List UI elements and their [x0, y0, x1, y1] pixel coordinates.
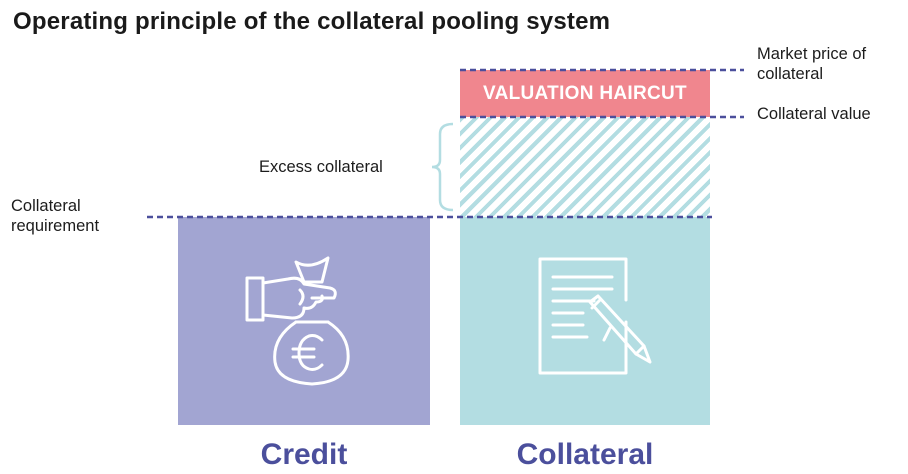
document-pen-icon — [538, 257, 652, 375]
excess-collateral-hatched-area — [460, 117, 710, 217]
excess-collateral-label: Excess collateral — [259, 158, 383, 176]
hand-money-bag-euro-icon — [245, 256, 350, 386]
collateral-caption: Collateral — [516, 438, 654, 471]
credit-caption: Credit — [260, 438, 348, 471]
collateral-box — [460, 217, 710, 425]
market-price-label: Market price of collateral — [757, 45, 867, 83]
diagram-title: Operating principle of the collateral po… — [13, 8, 611, 35]
valuation-haircut-label: VALUATION HAIRCUT — [483, 82, 687, 104]
excess-collateral-brace — [431, 122, 454, 212]
collateral-value-label: Collateral value — [757, 105, 871, 123]
collateral-requirement-label: Collateral requirement — [11, 197, 100, 235]
valuation-haircut-box: VALUATION HAIRCUT — [460, 70, 710, 117]
